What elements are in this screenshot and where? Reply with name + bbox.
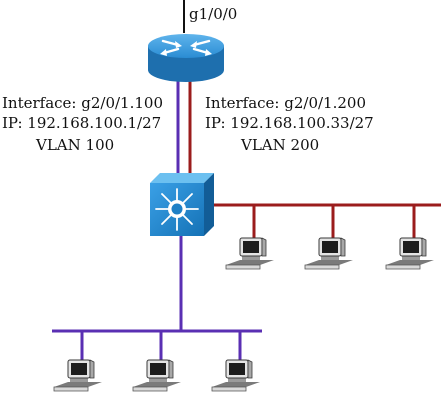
- multilayer-switch-icon: [150, 173, 214, 236]
- uplink-interface-label: g1/0/0: [189, 5, 238, 23]
- vlan200-ip-label: IP: 192.168.100.33/27: [205, 114, 374, 132]
- vlan100-ip-label: IP: 192.168.100.1/27: [2, 114, 162, 132]
- vlan100-workstation-3-icon: [211, 359, 260, 392]
- vlan100-interface-label: Interface: g2/0/1.100: [2, 94, 163, 112]
- vlan100-vlan-label: VLAN 100: [36, 136, 115, 154]
- vlan200-workstation-2-icon: [304, 237, 353, 270]
- vlan200-interface-label: Interface: g2/0/1.200: [205, 94, 366, 112]
- vlan200-vlan-label: VLAN 200: [241, 136, 320, 154]
- router-icon: [148, 34, 224, 82]
- vlan100-workstation-1-icon: [53, 359, 102, 392]
- vlan100-workstation-2-icon: [132, 359, 181, 392]
- vlan200-workstation-3-icon: [385, 237, 434, 270]
- vlan200-workstation-1-icon: [225, 237, 274, 270]
